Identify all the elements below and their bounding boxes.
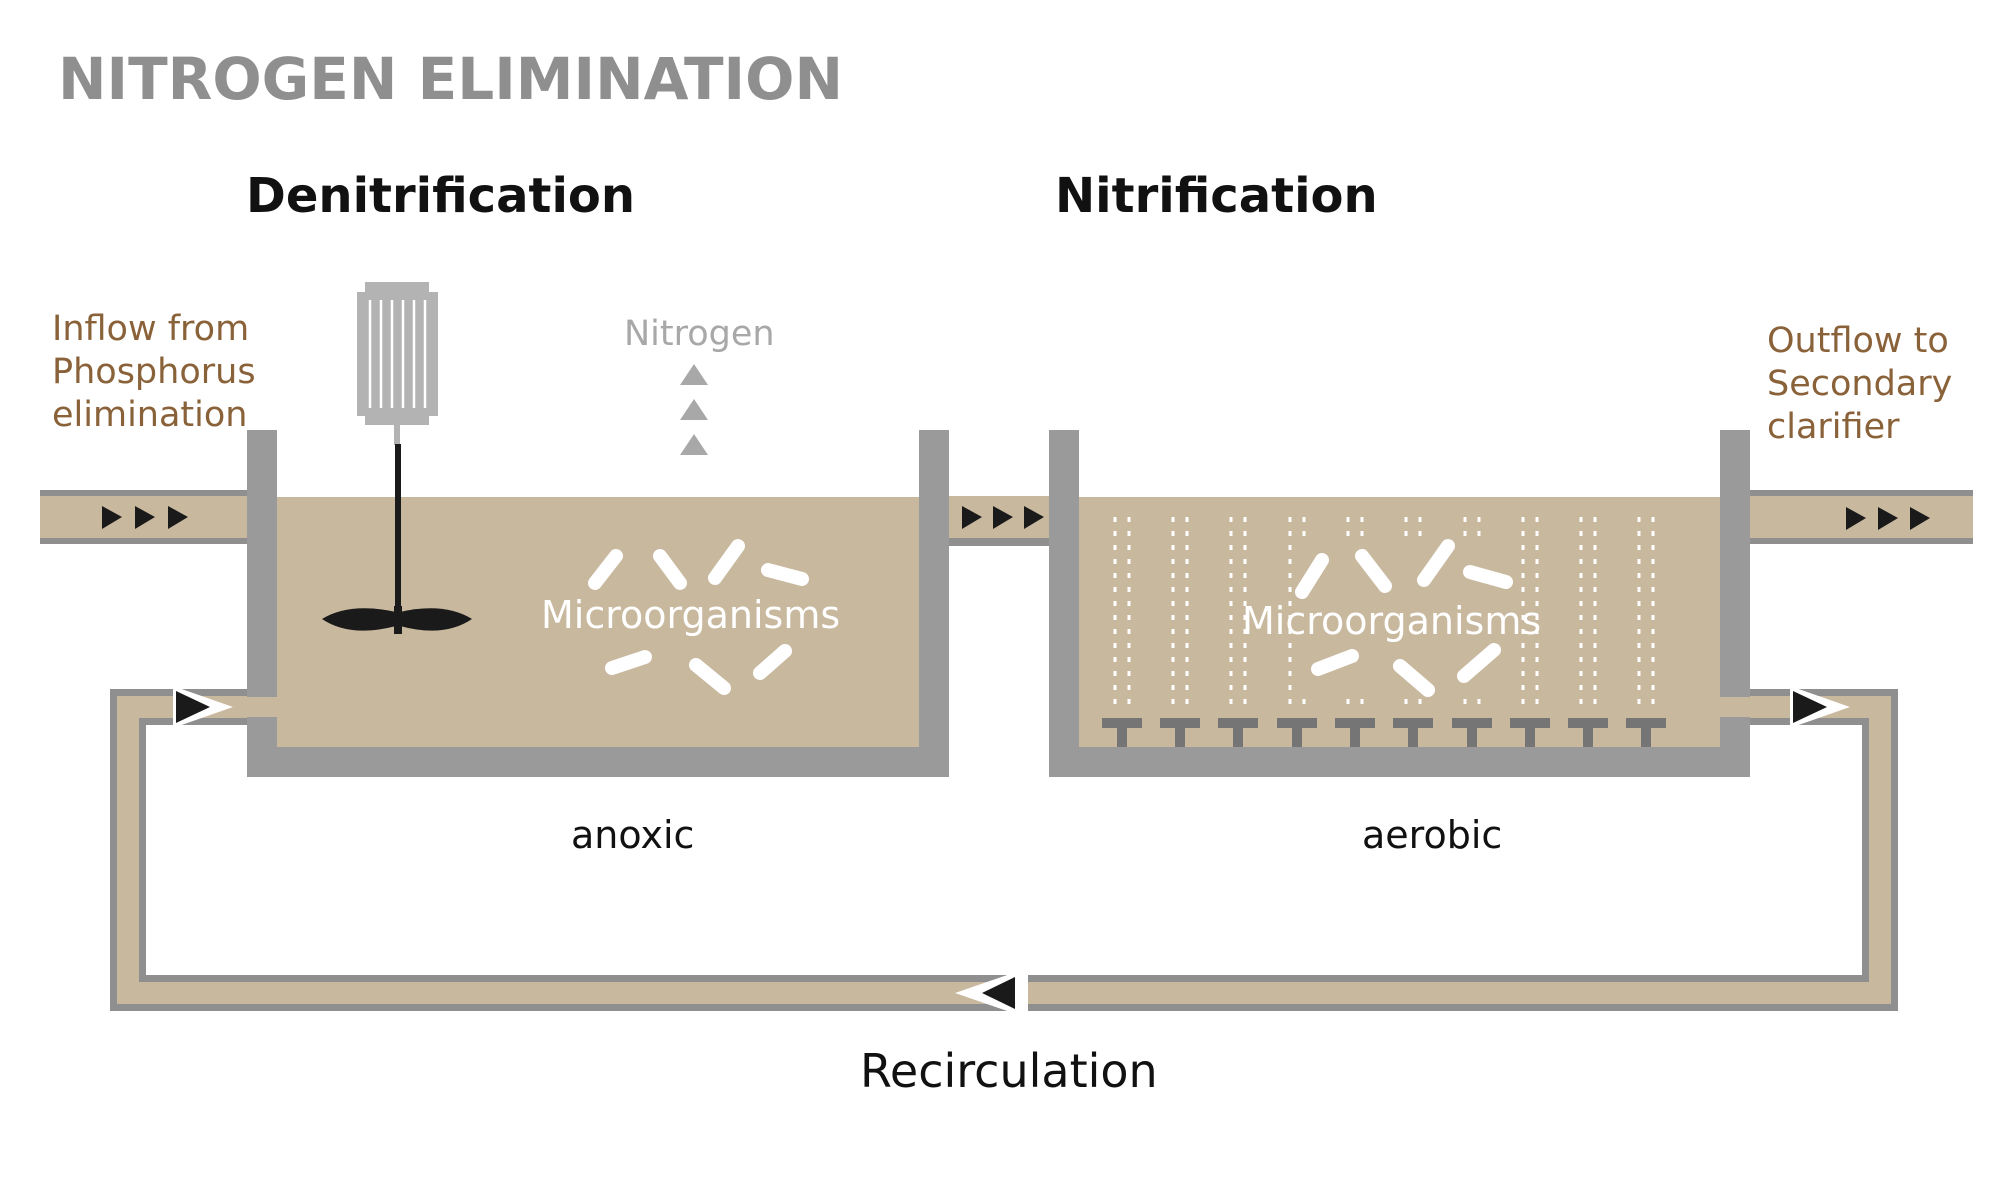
flow-arrow-icon — [1846, 507, 1930, 530]
flow-arrow-icon — [962, 506, 1044, 529]
outflow-label-line-3: clarifier — [1767, 407, 1900, 447]
flow-arrow-icon — [102, 506, 188, 529]
flow-arrow-icon — [173, 686, 233, 728]
anoxic-zone-label: anoxic — [571, 813, 694, 857]
aerobic-tank — [1049, 430, 1750, 777]
diffuser-icon — [1102, 718, 1666, 747]
flow-arrow-icon — [1790, 686, 1850, 728]
inflow-label: Inflow from Phosphorus elimination — [52, 309, 256, 435]
inflow-label-line-1: Inflow from — [52, 309, 249, 349]
denitrification-heading: Denitrification — [246, 168, 635, 224]
outflow-label-line-2: Secondary — [1767, 364, 1952, 404]
microorganism-icon — [1295, 539, 1513, 697]
air-bubbles-icon — [1113, 517, 1655, 704]
flow-arrow-icon — [955, 972, 1028, 1014]
aerobic-microorganisms-label: Microorganisms — [1242, 599, 1541, 643]
anoxic-microorganisms-label: Microorganisms — [541, 593, 840, 637]
recirculation-label: Recirculation — [860, 1044, 1158, 1098]
inflow-pipe — [40, 490, 276, 544]
nitrogen-gas-label: Nitrogen — [624, 314, 775, 354]
gas-bubble-arrow-icon — [680, 364, 708, 455]
outflow-label-line-1: Outflow to — [1767, 321, 1949, 361]
inflow-label-line-3: elimination — [52, 395, 247, 435]
microorganism-icon — [588, 539, 809, 695]
stirrer-propeller-icon — [322, 444, 472, 634]
nitrification-heading: Nitrification — [1055, 168, 1378, 224]
mixer-motor-icon — [357, 282, 438, 445]
anoxic-tank — [247, 430, 949, 777]
diagram-title: NITROGEN ELIMINATION — [58, 45, 843, 113]
inflow-label-line-2: Phosphorus — [52, 352, 256, 392]
outflow-label: Outflow to Secondary clarifier — [1767, 321, 1952, 447]
aerobic-zone-label: aerobic — [1362, 813, 1502, 857]
